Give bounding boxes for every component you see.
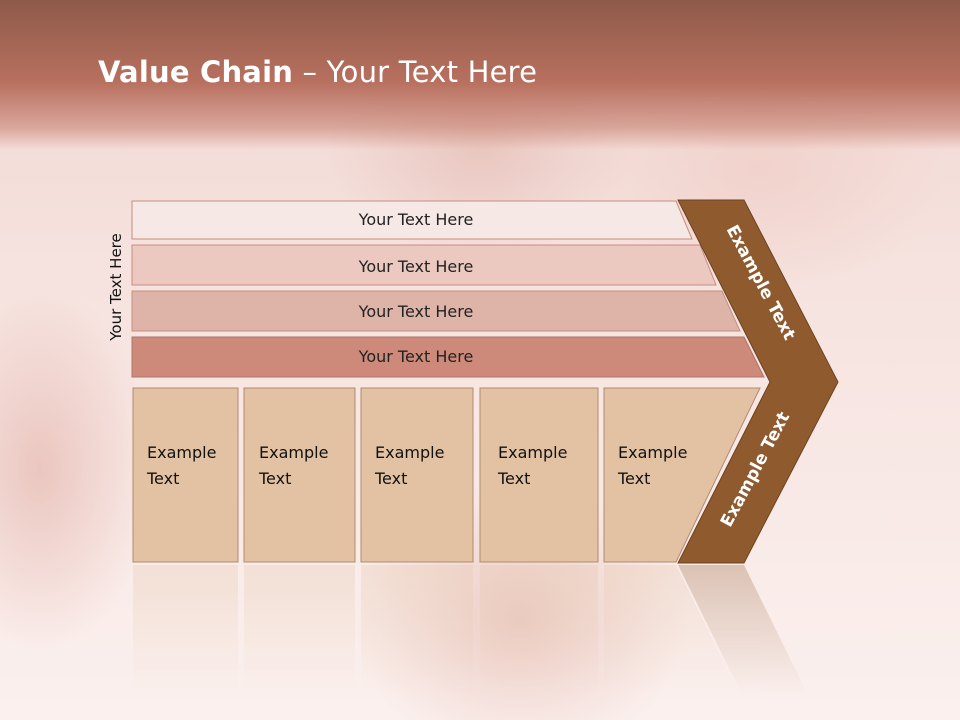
reflection-box-1 bbox=[133, 565, 238, 695]
support-bar-2-label: Your Text Here bbox=[358, 257, 474, 276]
support-bar-1 bbox=[131, 200, 693, 240]
support-bar-3-label: Your Text Here bbox=[358, 302, 474, 321]
support-bar-4-label: Your Text Here bbox=[358, 347, 474, 366]
diagram-reflection bbox=[133, 565, 808, 695]
reflection-box-4 bbox=[480, 565, 598, 695]
reflection-box-5 bbox=[604, 565, 740, 695]
margin-chevron bbox=[677, 199, 839, 564]
primary-box-4-line1: Example bbox=[498, 443, 567, 462]
title-rest: – Your Text Here bbox=[293, 55, 538, 89]
primary-box-1 bbox=[132, 387, 239, 563]
slide-title: Value Chain – Your Text Here bbox=[98, 55, 537, 89]
support-bar-4 bbox=[131, 336, 765, 378]
primary-box-3-line2: Text bbox=[374, 469, 407, 488]
primary-box-5-line2: Text bbox=[617, 469, 650, 488]
support-bar-1-label: Your Text Here bbox=[358, 210, 474, 229]
header-band bbox=[0, 0, 960, 150]
primary-box-5-line1: Example bbox=[618, 443, 687, 462]
primary-box-2-line1: Example bbox=[259, 443, 328, 462]
support-bar-3 bbox=[131, 290, 741, 332]
support-bar-2 bbox=[131, 244, 717, 286]
primary-box-1-line1: Example bbox=[147, 443, 216, 462]
primary-box-5 bbox=[603, 387, 761, 563]
primary-box-2-line2: Text bbox=[258, 469, 291, 488]
reflection-box-3 bbox=[361, 565, 473, 695]
primary-box-4 bbox=[479, 387, 599, 563]
primary-box-3 bbox=[360, 387, 474, 563]
title-bold: Value Chain bbox=[98, 55, 294, 89]
reflection-box-2 bbox=[244, 565, 355, 695]
reflection-chevron bbox=[678, 565, 808, 695]
primary-box-2 bbox=[243, 387, 356, 563]
primary-box-4-line2: Text bbox=[497, 469, 530, 488]
primary-box-3-line1: Example bbox=[375, 443, 444, 462]
primary-box-1-line2: Text bbox=[146, 469, 179, 488]
